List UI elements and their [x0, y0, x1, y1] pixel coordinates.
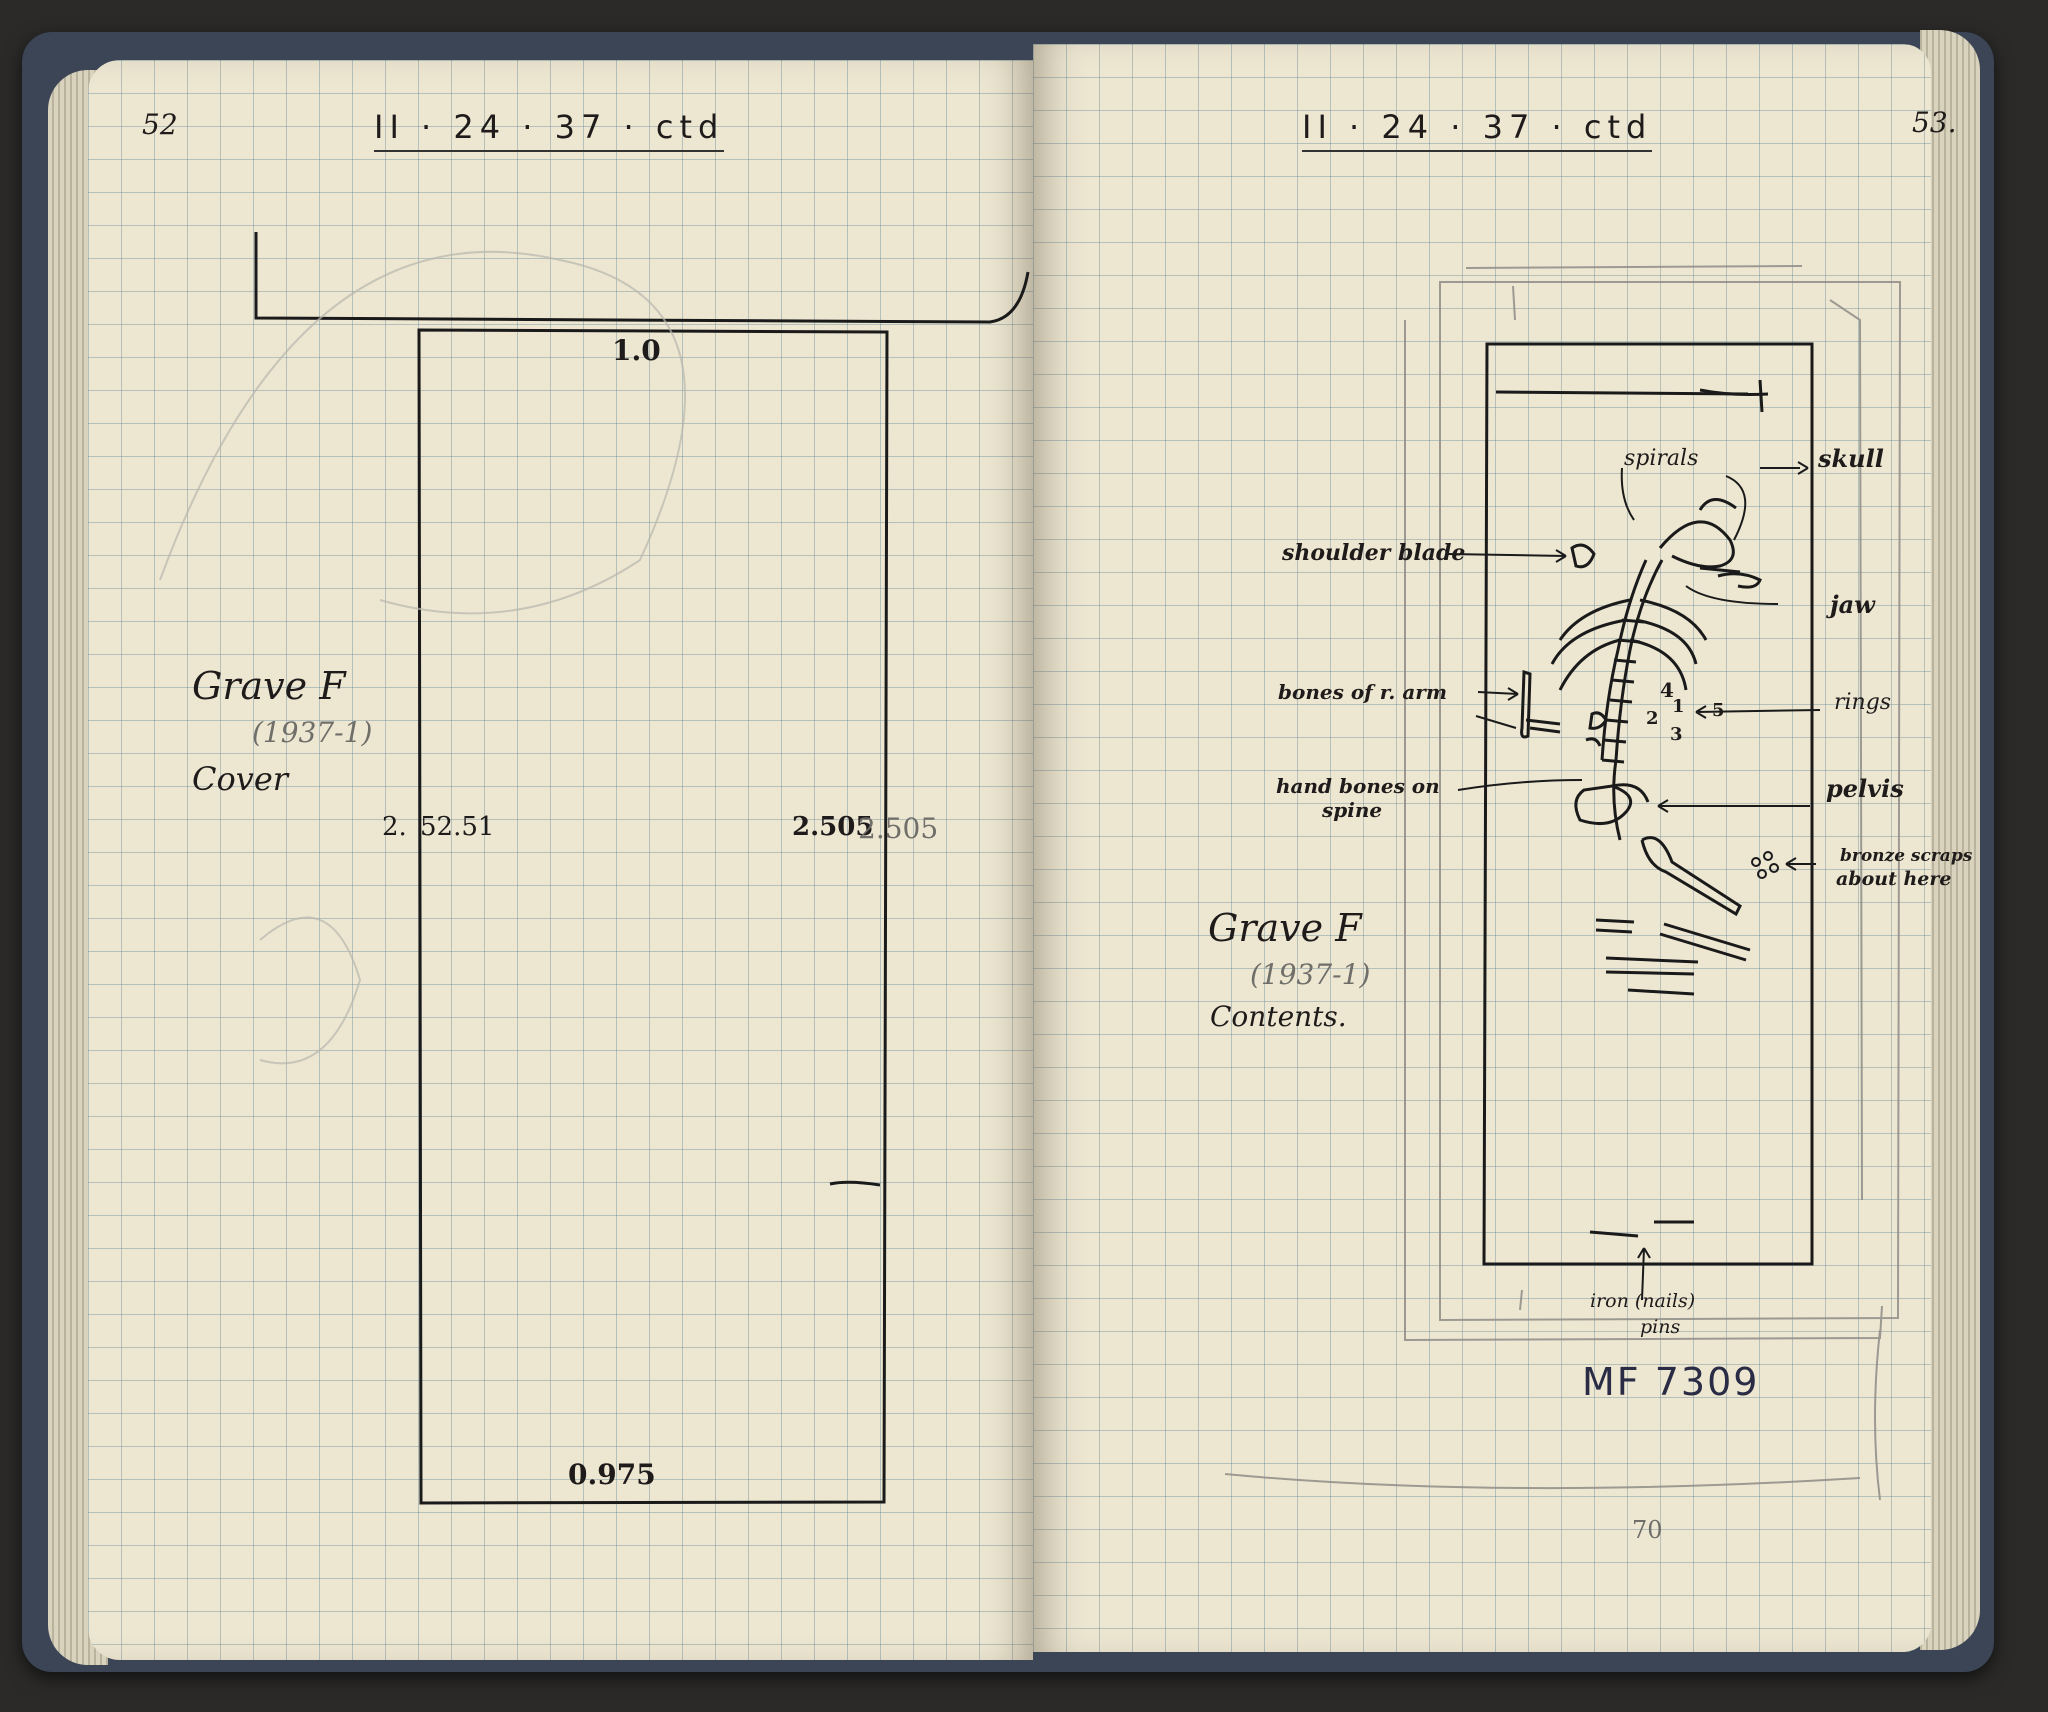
label-hand-bones-2: spine [1322, 798, 1383, 822]
ring-number-2: 2 [1646, 708, 1659, 729]
left-page-number: 52 [142, 108, 178, 141]
right-grave-id: (1937-1) [1250, 958, 1371, 991]
left-page-header: II · 24 · 37 · ctd [374, 108, 725, 152]
label-shoulder-blade: shoulder blade [1282, 540, 1466, 566]
label-bronze-1: bronze scraps [1840, 846, 1973, 866]
dim-top: 1.0 [612, 334, 661, 367]
label-bronze-2: about here [1836, 868, 1952, 890]
dim-right-a: 2.505 [792, 812, 874, 842]
label-spirals: spirals [1624, 446, 1699, 471]
label-iron-1: iron (nails) [1590, 1290, 1696, 1312]
label-bones-arm: bones of r. arm [1278, 680, 1448, 704]
label-arrows [1447, 461, 1821, 1301]
right-page [1033, 44, 1931, 1652]
left-subtitle: Cover [192, 760, 289, 798]
dim-left-b: 52.51 [420, 812, 495, 842]
cover-slab-outline [254, 232, 1030, 324]
pencil-ghost-sketch-2 [259, 916, 362, 1065]
tick-mark [829, 1180, 881, 1187]
ring-number-4: 4 [1660, 678, 1674, 702]
left-grave-title: Grave F [192, 664, 346, 708]
right-page-header: II · 24 · 37 · ctd [1302, 108, 1653, 152]
label-rings: rings [1834, 690, 1892, 715]
dim-right-b: 2.505 [858, 812, 939, 845]
pencil-ghost-sketch [159, 250, 686, 615]
label-pelvis: pelvis [1826, 774, 1904, 803]
grave-cover-rectangle [417, 328, 889, 1505]
right-subtitle: Contents. [1210, 1000, 1347, 1033]
label-jaw: jaw [1830, 590, 1875, 619]
dim-bottom: 0.975 [568, 1458, 656, 1491]
skeleton-drawing [1520, 498, 1762, 996]
right-page-number: 53. [1912, 106, 1957, 139]
iron-nails [1589, 1220, 1694, 1238]
ring-number-1: 1 [1672, 696, 1685, 717]
pencil-page-number: 70 [1632, 1516, 1663, 1544]
grave-contents-rectangle [1482, 342, 1814, 1266]
right-grave-title: Grave F [1208, 906, 1362, 950]
left-grave-id: (1937-1) [252, 716, 373, 749]
pencil-grave-outlines [1224, 265, 1902, 1501]
bronze-scraps [1751, 851, 1779, 879]
dim-left-a: 2. [382, 812, 407, 842]
left-page [88, 60, 1033, 1660]
catalog-number: MF 7309 [1582, 1360, 1760, 1404]
label-iron-2: pins [1640, 1316, 1681, 1338]
ring-number-3: 3 [1670, 724, 1683, 745]
ring-number-5: 5 [1712, 700, 1725, 721]
label-hand-bones-1: hand bones on [1276, 774, 1440, 798]
iron-object-top [1495, 379, 1769, 413]
label-skull: skull [1818, 444, 1884, 473]
